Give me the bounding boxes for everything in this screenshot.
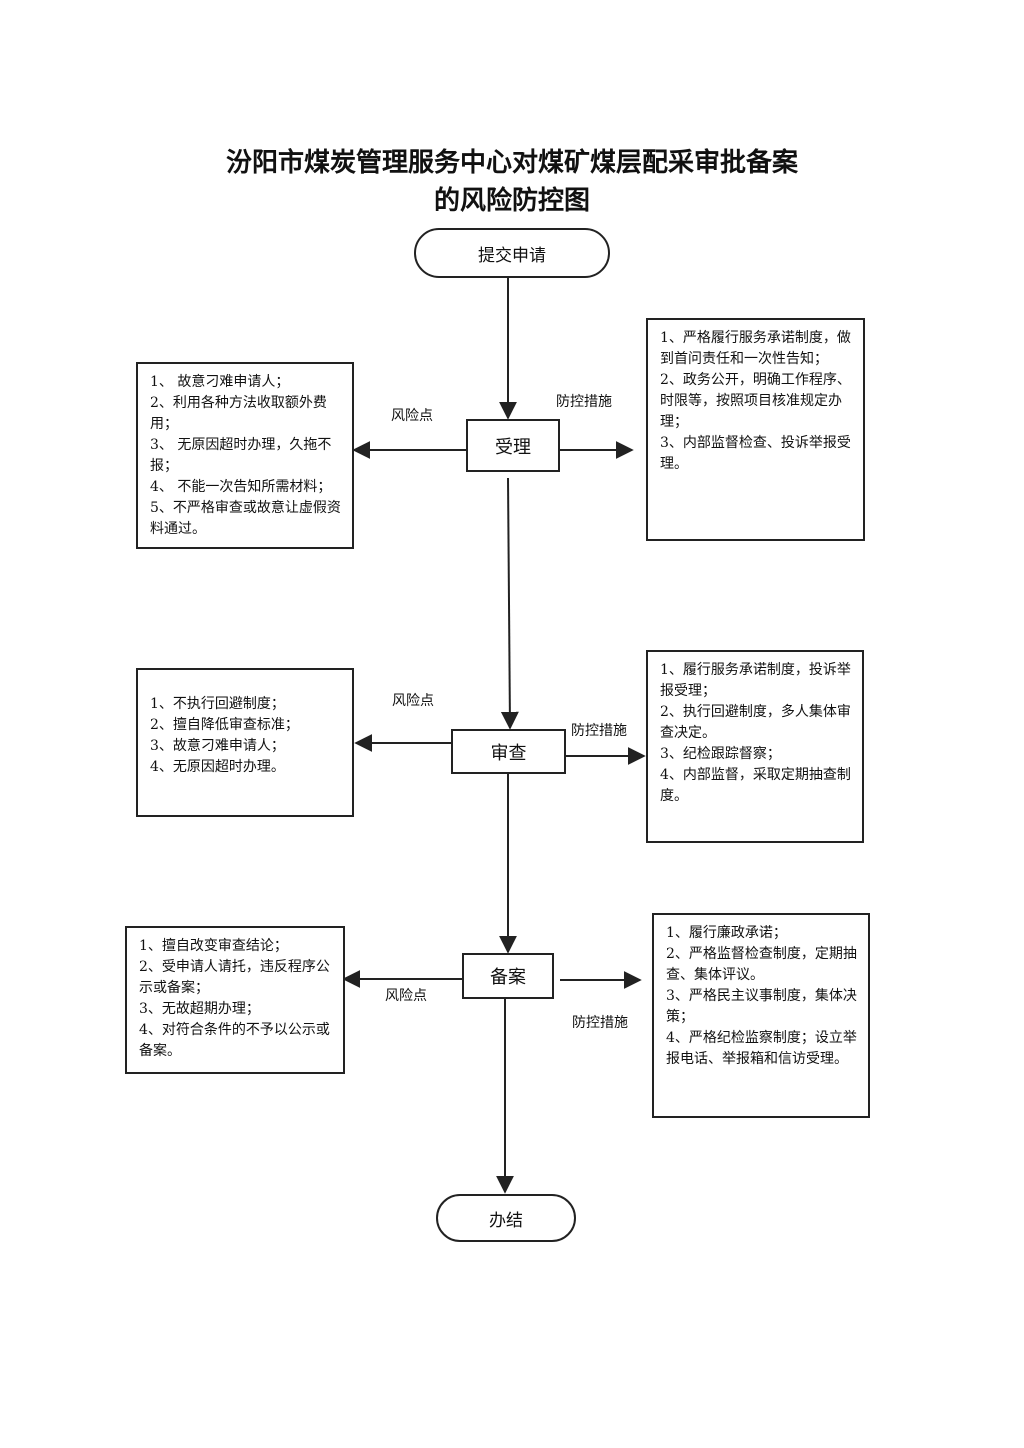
control-measure-label-file: 防控措施 — [572, 1015, 628, 1031]
measure-box-review: 1、履行服务承诺制度，投诉举报受理； 2、执行回避制度，多人集体审查决定。 3、… — [646, 650, 864, 843]
risk-item: 2、利用各种方法收取额外费用； — [150, 395, 327, 432]
step-accept-label: 受理 — [495, 436, 531, 458]
measure-box-file: 1、履行廉政承诺； 2、严格监督检查制度，定期抽查、集体评议。 3、严格民主议事… — [652, 913, 870, 1118]
measure-item: 2、执行回避制度，多人集体审查决定。 — [660, 704, 851, 741]
measure-item: 1、履行廉政承诺； — [666, 925, 787, 941]
risk-box-file: 1、擅自改变审查结论； 2、受申请人请托，违反程序公示或备案； 3、无故超期办理… — [125, 926, 345, 1074]
arrow-accept-to-review — [500, 477, 519, 730]
control-measure-label-review: 防控措施 — [571, 723, 627, 739]
end-terminal: 办结 — [436, 1194, 576, 1242]
risk-point-label-file: 风险点 — [385, 988, 427, 1004]
measure-item: 1、严格履行服务承诺制度，做到首问责任和一次性告知； — [660, 330, 851, 367]
start-terminal-label: 提交申请 — [478, 245, 546, 266]
page-title-line-1: 汾阳市煤炭管理服务中心对煤矿煤层配采审批备案 — [225, 148, 798, 178]
risk-item: 1、 故意刁难申请人； — [150, 374, 290, 390]
risk-box-review: 1、不执行回避制度； 2、擅自降低审查标准； 3、故意刁难申请人； 4、无原因超… — [136, 668, 354, 817]
risk-point-label-accept: 风险点 — [391, 408, 433, 424]
measure-item: 3、严格民主议事制度，集体决策； — [666, 988, 857, 1025]
step-accept: 受理 — [466, 419, 560, 472]
risk-item: 1、不执行回避制度； — [150, 696, 285, 712]
risk-item: 2、擅自降低审查标准； — [150, 717, 299, 733]
risk-item: 2、受申请人请托，违反程序公示或备案； — [139, 959, 330, 996]
measure-item: 3、纪检跟踪督察； — [660, 746, 781, 762]
risk-item: 3、故意刁难申请人； — [150, 738, 285, 754]
start-terminal: 提交申请 — [414, 228, 610, 278]
control-measure-label-accept: 防控措施 — [556, 394, 612, 410]
measure-item: 4、严格纪检监察制度；设立举报电话、举报箱和信访受理。 — [666, 1030, 857, 1067]
risk-item: 4、 不能一次告知所需材料； — [150, 479, 332, 495]
risk-item: 4、无原因超时办理。 — [150, 759, 285, 775]
measure-item: 3、内部监督检查、投诉举报受理。 — [660, 435, 851, 472]
measure-item: 4、内部监督，采取定期抽查制度。 — [660, 767, 851, 804]
measure-box-accept: 1、严格履行服务承诺制度，做到首问责任和一次性告知； 2、政务公开，明确工作程序… — [646, 318, 865, 541]
risk-item: 3、无故超期办理； — [139, 1001, 260, 1017]
step-file: 备案 — [462, 953, 554, 999]
risk-item: 5、不严格审查或故意让虚假资料通过。 — [150, 500, 341, 537]
page-title-line-2: 的风险防控图 — [433, 186, 590, 216]
step-review-label: 审查 — [490, 742, 527, 764]
step-review: 审查 — [451, 729, 566, 774]
risk-item: 1、擅自改变审查结论； — [139, 938, 288, 954]
risk-item: 3、 无原因超时办理，久拖不报； — [150, 437, 332, 474]
risk-point-label-review: 风险点 — [392, 693, 434, 709]
measure-item: 1、履行服务承诺制度，投诉举报受理； — [660, 662, 851, 699]
measure-item: 2、政务公开，明确工作程序、时限等，按照项目核准规定办理； — [660, 372, 851, 430]
risk-item: 4、对符合条件的不予以公示或备案。 — [139, 1022, 330, 1059]
measure-item: 2、严格监督检查制度，定期抽查、集体评议。 — [666, 946, 857, 983]
risk-box-accept: 1、 故意刁难申请人； 2、利用各种方法收取额外费用； 3、 无原因超时办理，久… — [136, 362, 354, 549]
step-file-label: 备案 — [490, 967, 526, 988]
end-terminal-label: 办结 — [489, 1210, 523, 1231]
